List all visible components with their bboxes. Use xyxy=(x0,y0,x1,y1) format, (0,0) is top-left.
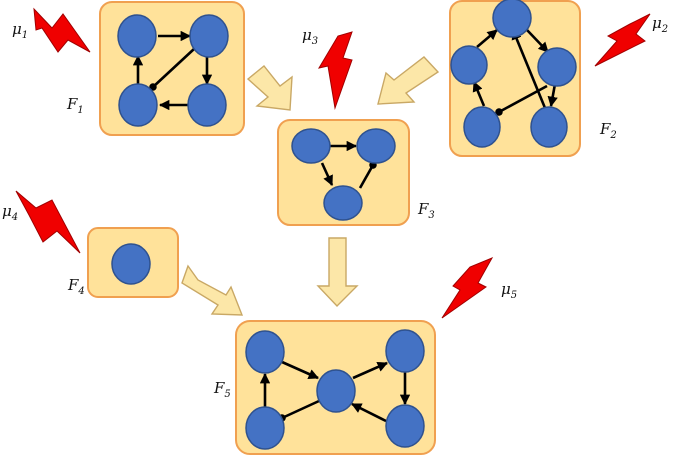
node xyxy=(450,45,488,85)
node xyxy=(492,0,532,38)
label-f3: F3 xyxy=(417,200,435,221)
node xyxy=(463,106,501,148)
module-f3 xyxy=(277,119,410,226)
bolt-mu4-icon xyxy=(15,190,81,254)
node xyxy=(187,83,227,127)
flow-arrow-f2-to-f3 xyxy=(377,56,440,105)
node xyxy=(316,369,356,413)
node xyxy=(537,47,577,87)
node xyxy=(189,14,229,58)
node xyxy=(117,14,157,58)
module-f5 xyxy=(235,320,436,455)
flow-arrow-f1-to-f3 xyxy=(246,65,293,111)
label-mu1: μ1 xyxy=(12,20,28,41)
node xyxy=(323,185,363,221)
module-f1 xyxy=(99,1,245,136)
node xyxy=(111,243,151,285)
node xyxy=(245,406,285,450)
bolt-mu2-icon xyxy=(594,13,651,67)
module-f4 xyxy=(87,227,179,298)
flow-arrow-f4-to-f5 xyxy=(181,264,244,316)
label-mu2: μ2 xyxy=(652,14,668,35)
bolt-mu1-icon xyxy=(33,7,91,53)
label-mu5: μ5 xyxy=(501,280,517,301)
flow-arrow-f3-to-f5 xyxy=(316,237,359,308)
label-f2: F2 xyxy=(599,120,617,141)
node xyxy=(385,404,425,448)
label-f5: F5 xyxy=(213,379,231,400)
label-f4: F4 xyxy=(67,276,85,297)
node xyxy=(245,330,285,374)
module-f2 xyxy=(449,0,581,157)
label-mu3: μ3 xyxy=(302,26,318,47)
node xyxy=(356,128,396,164)
label-mu4: μ4 xyxy=(2,202,18,223)
node xyxy=(291,128,331,164)
bolt-mu5-icon xyxy=(441,256,494,319)
node xyxy=(118,83,158,127)
bolt-mu3-icon xyxy=(317,31,353,110)
node xyxy=(385,329,425,373)
label-f1: F1 xyxy=(66,95,84,116)
node xyxy=(530,106,568,148)
